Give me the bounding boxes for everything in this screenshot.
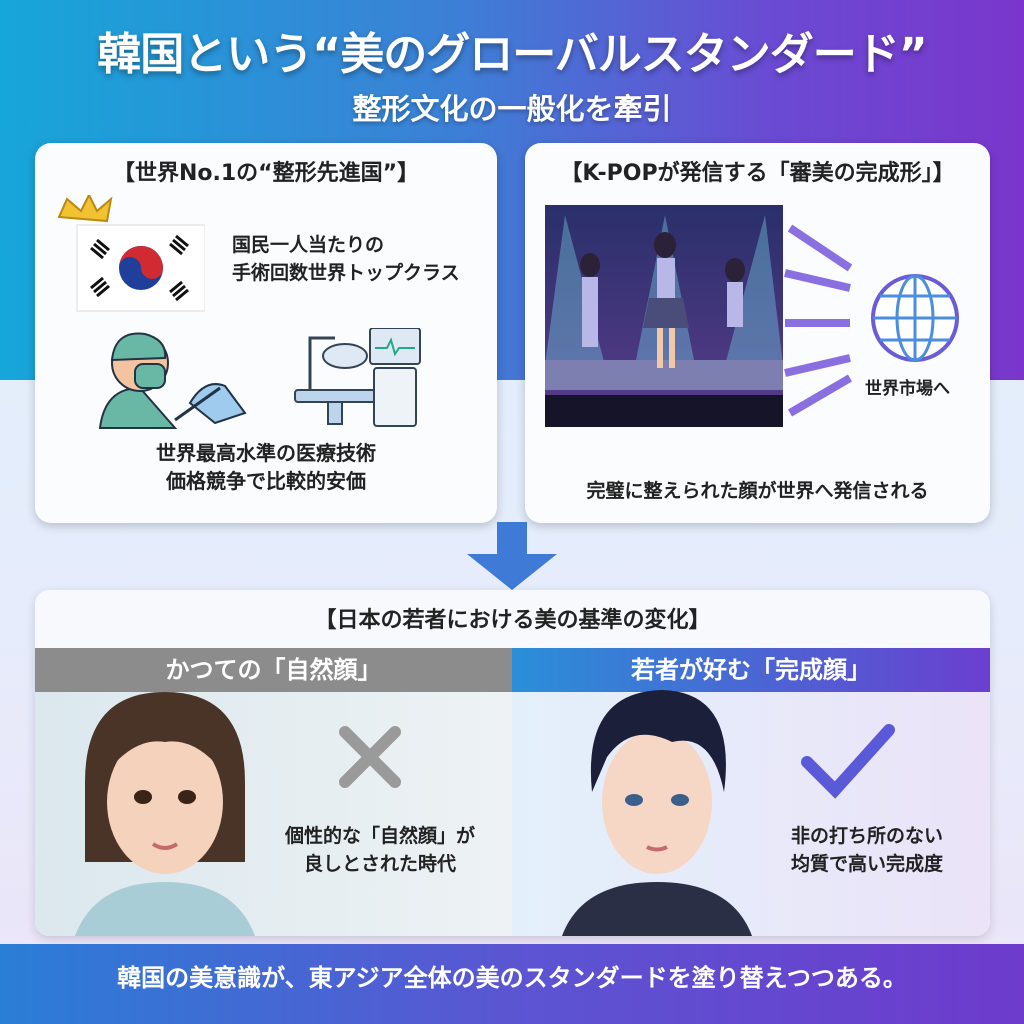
kpop-stage-illustration — [545, 205, 783, 427]
card-title: 【K-POPが発信する「審美の完成形」】 — [560, 161, 955, 186]
text-line: 非の打ち所のない — [790, 825, 943, 847]
natural-face-woman-illustration — [75, 692, 255, 936]
before-section: 個性的な「自然顔」が 良しとされた時代 — [35, 692, 512, 936]
text-line: 世界最高水準の医療技術 — [156, 441, 376, 465]
cross-icon — [339, 726, 401, 788]
text-line: 価格競争で比較的安価 — [166, 469, 366, 493]
text-line: 良しとされた時代 — [303, 853, 456, 875]
text-line: 手術回数世界トップクラス — [232, 262, 460, 284]
comparison-title: 【日本の若者における美の基準の変化】 — [314, 608, 711, 633]
globe-label: 世界市場へ — [865, 379, 950, 399]
after-description: 非の打ち所のない 均質で高い完成度 — [767, 822, 967, 878]
korean-flag-crown-icon — [57, 195, 205, 312]
point-medical-tech: 世界最高水準の医療技術 価格競争で比較的安価 — [35, 439, 497, 495]
page-subtitle: 整形文化の一般化を牽引 — [352, 92, 672, 126]
kpop-caption: 完璧に整えられた顔が世界へ発信される — [586, 480, 929, 502]
operating-room-equipment-icon — [294, 328, 421, 427]
text-line: 均質で高い完成度 — [790, 853, 943, 875]
after-section: 非の打ち所のない 均質で高い完成度 — [512, 690, 990, 936]
card-title: 【世界No.1の“整形先進国”】 — [112, 161, 420, 186]
before-label: かつての「自然顔」 — [35, 648, 512, 692]
surgeon-icon — [98, 332, 247, 429]
text-line: 国民一人当たりの — [232, 234, 385, 256]
beauty-standard-comparison: 【日本の若者における美の基準の変化】 かつての「自然顔」 若者が好む「完成顔」 … — [35, 590, 990, 936]
korea-surgery-card: 【世界No.1の“整形先進国”】 国民一人当たりの 手術回数世界トップクラス 世… — [35, 143, 497, 523]
arrows-to-globe-icon — [784, 224, 959, 417]
checkmark-icon — [801, 724, 895, 799]
down-arrow-icon — [467, 522, 557, 590]
before-description: 個性的な「自然顔」が 良しとされた時代 — [280, 822, 480, 878]
point-surgery-rate: 国民一人当たりの 手術回数世界トップクラス — [232, 231, 460, 287]
kpop-card: 【K-POPが発信する「審美の完成形」】 世界市場へ 完璧に整えられた顔が世界へ… — [525, 143, 990, 523]
page-title: 韓国という“美のグローバルスタンダード” — [97, 29, 927, 80]
after-label: 若者が好む「完成顔」 — [512, 648, 990, 692]
perfect-face-man-illustration — [562, 690, 752, 936]
text-line: 個性的な「自然顔」が — [284, 825, 475, 847]
footer-banner: 韓国の美意識が、東アジア全体の美のスタンダードを塗り替えつつある。 — [0, 944, 1024, 1024]
